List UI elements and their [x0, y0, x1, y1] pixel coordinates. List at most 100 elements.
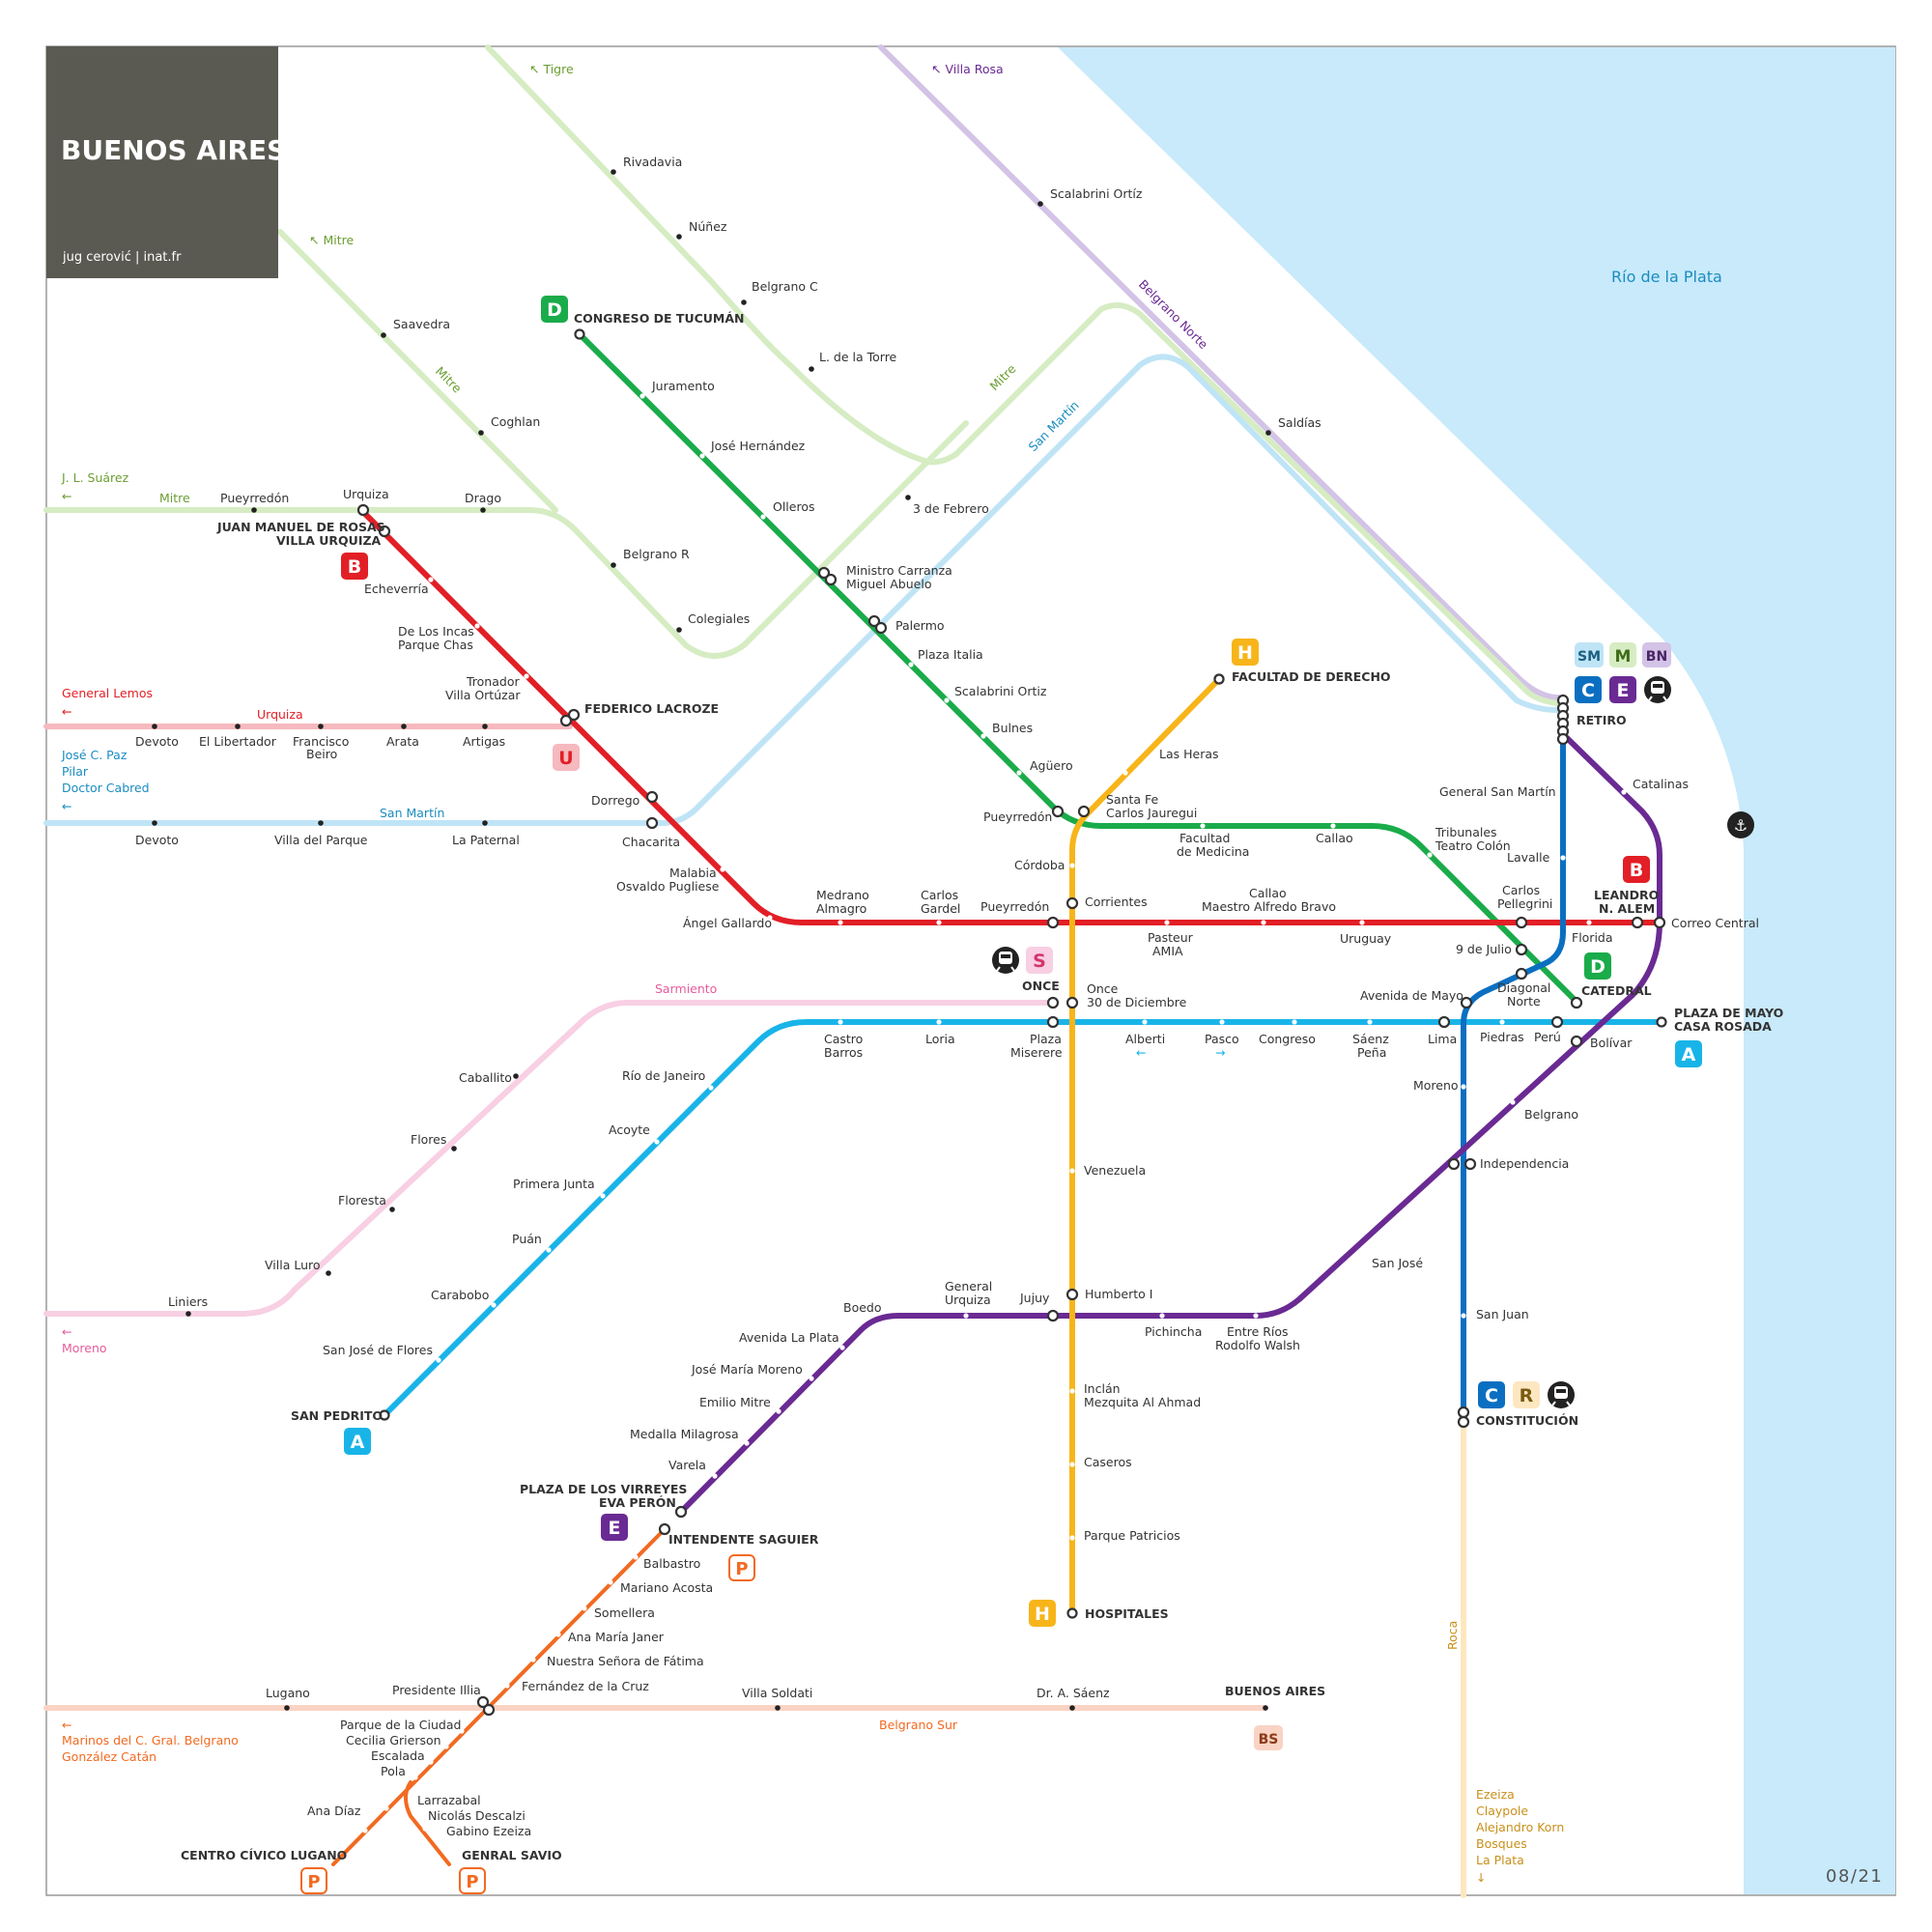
station-general-urquiza-2[interactable]: Urquiza	[945, 1293, 991, 1307]
station-pasteur-1[interactable]: Pasteur	[1148, 930, 1194, 945]
badge-d[interactable]: D	[547, 299, 562, 321]
station-dr-saenz[interactable]: Dr. A. Sáenz	[1037, 1686, 1110, 1700]
station-jujuy[interactable]: Jujuy	[1019, 1291, 1050, 1305]
station-avenida-la-plata[interactable]: Avenida La Plata	[739, 1330, 839, 1345]
station-caballito[interactable]: Caballito	[459, 1070, 512, 1085]
station-balbastro[interactable]: Balbastro	[643, 1556, 700, 1571]
station-humberto-i[interactable]: Humberto I	[1085, 1287, 1152, 1301]
badge-bs[interactable]: BS	[1259, 1732, 1279, 1747]
station-nuestra-senora[interactable]: Nuestra Señora de Fátima	[547, 1654, 704, 1668]
station-uruguay[interactable]: Uruguay	[1340, 931, 1392, 946]
station-flores[interactable]: Flores	[411, 1132, 446, 1147]
station-peru[interactable]: Perú	[1534, 1030, 1561, 1044]
station-avenida-de-mayo[interactable]: Avenida de Mayo	[1360, 988, 1463, 1003]
station-general-urquiza-1[interactable]: General	[945, 1279, 992, 1293]
station-correo-central[interactable]: Correo Central	[1671, 916, 1759, 930]
terminal-facultad-derecho[interactable]: FACULTAD DE DERECHO	[1232, 669, 1391, 684]
station-castro-barros-2[interactable]: Barros	[824, 1045, 863, 1060]
terminal-plaza-virreyes-2[interactable]: EVA PERÓN	[599, 1495, 676, 1510]
terminal-leandro-2[interactable]: N. ALEM	[1599, 901, 1655, 916]
station-gabino-ezeiza[interactable]: Gabino Ezeiza	[446, 1824, 531, 1838]
station-rio-de-janeiro[interactable]: Río de Janeiro	[622, 1068, 705, 1083]
station-nunez[interactable]: Núñez	[689, 219, 727, 234]
station-nueve-de-julio[interactable]: 9 de Julio	[1456, 942, 1512, 956]
station-independencia[interactable]: Independencia	[1480, 1156, 1569, 1171]
station-varela[interactable]: Varela	[668, 1458, 706, 1472]
station-el-libertador[interactable]: El Libertador	[199, 734, 277, 749]
station-pola[interactable]: Pola	[381, 1764, 406, 1778]
station-diagonal-norte-2[interactable]: Norte	[1507, 994, 1541, 1009]
station-general-san-martin[interactable]: General San Martín	[1439, 784, 1556, 799]
station-devoto-sm[interactable]: Devoto	[135, 833, 179, 847]
station-primera-junta[interactable]: Primera Junta	[513, 1177, 595, 1191]
station-saenz-pena-1[interactable]: Sáenz	[1352, 1032, 1389, 1046]
badge-u[interactable]: U	[558, 748, 573, 769]
station-aguero[interactable]: Agüero	[1030, 758, 1073, 773]
station-ana-diaz[interactable]: Ana Díaz	[307, 1804, 361, 1818]
station-emilio-mitre[interactable]: Emilio Mitre	[699, 1395, 771, 1409]
station-somellera[interactable]: Somellera	[594, 1605, 655, 1620]
station-bolivar[interactable]: Bolívar	[1590, 1036, 1633, 1050]
station-medrano-2[interactable]: Almagro	[816, 901, 867, 916]
badge-r[interactable]: R	[1520, 1385, 1534, 1406]
station-drago[interactable]: Drago	[465, 491, 501, 505]
station-pueyrredon-mitre[interactable]: Pueyrredón	[220, 491, 289, 505]
station-tribunales-1[interactable]: Tribunales	[1435, 825, 1497, 839]
station-tribunales-2[interactable]: Teatro Colón	[1435, 838, 1511, 853]
station-parque-patricios[interactable]: Parque Patricios	[1084, 1528, 1180, 1543]
terminal-retiro[interactable]: RETIRO	[1577, 713, 1627, 727]
station-escalada[interactable]: Escalada	[371, 1748, 425, 1763]
station-piedras[interactable]: Piedras	[1480, 1030, 1524, 1044]
station-lugano[interactable]: Lugano	[266, 1686, 310, 1700]
station-carlos-pellegrini-1[interactable]: Carlos	[1502, 883, 1540, 897]
station-las-heras[interactable]: Las Heras	[1159, 747, 1219, 761]
badge-a-plaza-mayo[interactable]: A	[1682, 1044, 1696, 1065]
terminal-plaza-mayo-1[interactable]: PLAZA DE MAYO	[1674, 1006, 1783, 1020]
station-malabia-1[interactable]: Malabia	[669, 866, 717, 880]
station-congreso[interactable]: Congreso	[1259, 1032, 1316, 1046]
station-tronador-1[interactable]: Tronador	[466, 674, 520, 689]
station-caseros[interactable]: Caseros	[1084, 1455, 1132, 1469]
station-bulnes[interactable]: Bulnes	[992, 721, 1033, 735]
station-palermo[interactable]: Palermo	[895, 618, 945, 633]
station-de-los-incas-1[interactable]: De Los Incas	[398, 624, 474, 639]
badge-a-san-pedrito[interactable]: A	[351, 1432, 365, 1453]
station-entre-rios-2[interactable]: Rodolfo Walsh	[1215, 1338, 1300, 1352]
station-once-2[interactable]: 30 de Diciembre	[1087, 995, 1187, 1009]
station-colegiales[interactable]: Colegiales	[688, 611, 750, 626]
station-entre-rios-1[interactable]: Entre Ríos	[1227, 1324, 1289, 1339]
station-saavedra[interactable]: Saavedra	[393, 317, 450, 331]
badge-c-retiro[interactable]: C	[1581, 680, 1595, 701]
badge-d-catedral[interactable]: D	[1590, 956, 1605, 978]
badge-b-juan-manuel[interactable]: B	[348, 556, 361, 578]
station-venezuela[interactable]: Venezuela	[1084, 1163, 1146, 1178]
terminal-san-pedrito[interactable]: SAN PEDRITO	[291, 1408, 383, 1423]
station-pueyrredon-d[interactable]: Pueyrredón	[983, 810, 1052, 824]
station-plaza-miserere-1[interactable]: Plaza	[1030, 1032, 1062, 1046]
station-rivadavia[interactable]: Rivadavia	[623, 155, 682, 169]
badge-bn[interactable]: BN	[1646, 649, 1667, 665]
terminal-juan-manuel-1[interactable]: JUAN MANUEL DE ROSAS	[216, 520, 385, 534]
station-santa-fe-2[interactable]: Carlos Jauregui	[1106, 806, 1197, 820]
station-scalabrini-ortiz[interactable]: Scalabrini Ortiz	[954, 684, 1047, 698]
station-la-paternal[interactable]: La Paternal	[452, 833, 520, 847]
station-corrientes[interactable]: Corrientes	[1085, 895, 1148, 909]
terminal-hospitales[interactable]: HOSPITALES	[1085, 1606, 1169, 1621]
badge-h-facultad[interactable]: H	[1237, 642, 1253, 664]
badge-p-centro-civico[interactable]: P	[307, 1872, 320, 1892]
station-lima[interactable]: Lima	[1428, 1032, 1457, 1046]
station-nicolas-descalzi[interactable]: Nicolás Descalzi	[428, 1808, 526, 1823]
terminal-leandro-1[interactable]: LEANDRO	[1594, 888, 1659, 902]
terminal-once[interactable]: ONCE	[1022, 979, 1060, 993]
station-juramento[interactable]: Juramento	[651, 379, 715, 393]
station-dorrego[interactable]: Dorrego	[591, 793, 639, 808]
station-inclan-1[interactable]: Inclán	[1084, 1381, 1121, 1396]
station-plaza-miserere-2[interactable]: Miserere	[1010, 1045, 1063, 1060]
terminal-genral-savio[interactable]: GENRAL SAVIO	[462, 1848, 562, 1862]
station-chacarita[interactable]: Chacarita	[622, 835, 680, 849]
station-coghlan[interactable]: Coghlan	[491, 414, 540, 429]
station-arata[interactable]: Arata	[386, 734, 419, 749]
station-ministro-carranza-2[interactable]: Miguel Abuelo	[846, 577, 931, 591]
terminal-plaza-mayo-2[interactable]: CASA ROSADA	[1674, 1019, 1772, 1034]
station-saenz-pena-2[interactable]: Peña	[1357, 1045, 1386, 1060]
